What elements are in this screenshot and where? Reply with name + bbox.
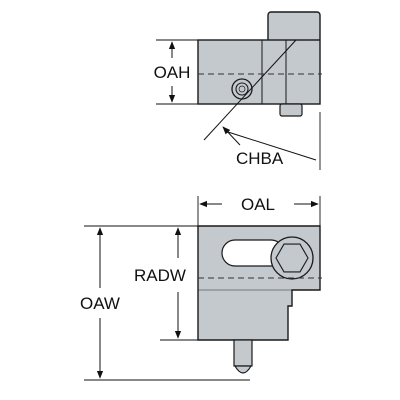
oal-label: OAL — [241, 195, 275, 214]
radw-label: RADW — [134, 266, 186, 285]
top-view-cap — [267, 11, 321, 43]
top-view: OAH CHBA — [154, 11, 322, 170]
top-view-body — [197, 39, 321, 105]
side-view: OAL OAW RADW — [80, 195, 322, 381]
oaw-label: OAW — [80, 294, 120, 313]
chba-label: CHBA — [236, 149, 284, 168]
hex-socket-icon — [275, 243, 309, 273]
top-view-pin — [279, 103, 303, 117]
chba-leader-arrow — [222, 126, 241, 146]
chba-angle-line — [227, 131, 317, 161]
side-view-pin — [233, 339, 253, 367]
chamfer-line — [203, 39, 297, 141]
oah-label: OAH — [154, 63, 191, 82]
top-view-screw-inner — [235, 82, 249, 96]
